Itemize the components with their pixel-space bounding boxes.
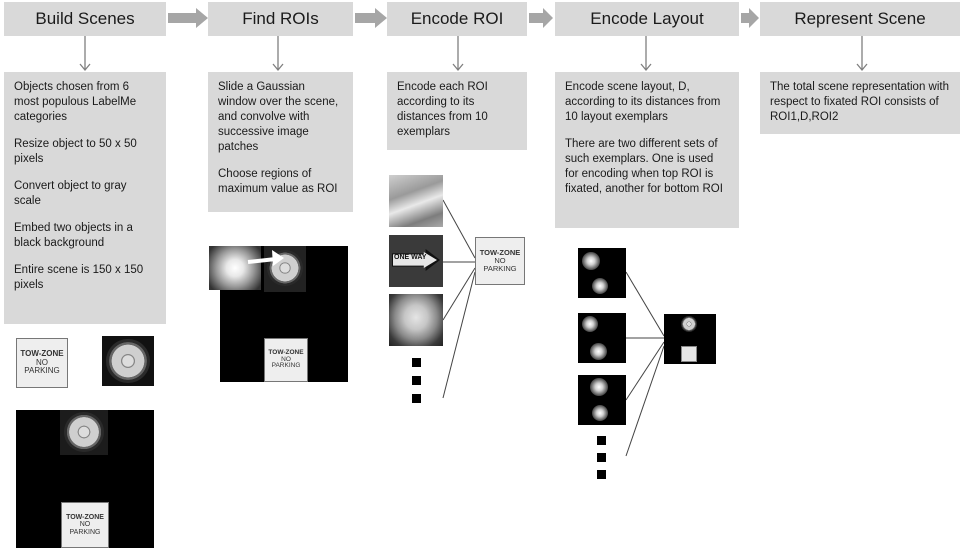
- sign-text: TOW-ZONE: [479, 248, 521, 258]
- sign-text: PARKING: [271, 362, 301, 370]
- wheel-image: [102, 336, 154, 386]
- ellipsis-dot: [597, 470, 606, 479]
- stage-text: Choose regions of maximum value as ROI: [218, 168, 338, 195]
- stage-text: Encode scene layout, D, according to its…: [565, 81, 721, 123]
- sign-text: NO: [494, 256, 506, 266]
- stage-box-encode-roi: Encode each ROI according to its distanc…: [387, 72, 527, 150]
- stage-box-find-rois: Slide a Gaussian window over the scene, …: [208, 72, 353, 212]
- exemplar-face-image: [389, 294, 443, 346]
- sign-text: TOW-ZONE: [268, 348, 304, 356]
- gaussian-window-image: [209, 246, 261, 290]
- exemplar-oneway-image: ONE WAY: [389, 235, 443, 287]
- sign-text: NO: [79, 521, 91, 529]
- layout-exemplar-image: [578, 248, 626, 298]
- stage-text: There are two different sets of such exe…: [565, 138, 723, 195]
- layout-exemplar-image: [578, 375, 626, 425]
- sign-text: PARKING: [69, 528, 101, 536]
- stage-text: Embed two objects in a black background: [14, 222, 133, 249]
- sign-text: NO: [36, 357, 48, 367]
- stage-text: Resize object to 50 x 50 pixels: [14, 138, 137, 165]
- stage-box-encode-layout: Encode scene layout, D, according to its…: [555, 72, 739, 228]
- stage-header-encode-roi: Encode ROI: [387, 2, 527, 36]
- sign-text: TOW-ZONE: [66, 513, 104, 521]
- stage-text: Encode each ROI according to its distanc…: [397, 81, 488, 138]
- ellipsis-dot: [597, 453, 606, 462]
- ellipsis-dot: [412, 394, 421, 403]
- scene-representation-image: [664, 314, 716, 364]
- arrow-right-icon: [529, 8, 553, 28]
- layout-exemplar-image: [578, 313, 626, 363]
- ellipsis-dot: [412, 376, 421, 385]
- arrow-right-icon: [741, 8, 759, 28]
- sign-text: PARKING: [483, 263, 517, 273]
- ellipsis-dot: [597, 436, 606, 445]
- stage-text: Objects chosen from 6 most populous Labe…: [14, 81, 137, 123]
- ellipsis-dot: [412, 358, 421, 367]
- tow-zone-sign-image: TOW-ZONE NO PARKING: [16, 338, 68, 388]
- stage-header-build-scenes: Build Scenes: [4, 2, 166, 36]
- oneway-sign-text: ONE WAY: [394, 254, 427, 261]
- stage-text: The total scene representation with resp…: [770, 81, 949, 123]
- sign-text: PARKING: [24, 366, 60, 376]
- stage-text: Slide a Gaussian window over the scene, …: [218, 81, 339, 153]
- exemplar-headlight-image: [389, 175, 443, 227]
- stage-box-build-scenes: Objects chosen from 6 most populous Labe…: [4, 72, 166, 324]
- composed-scene-image: TOW-ZONE NO PARKING: [16, 410, 154, 548]
- stage-header-find-rois: Find ROIs: [208, 2, 353, 36]
- stage-text: Entire scene is 150 x 150 pixels: [14, 264, 144, 291]
- stage-header-represent-scene: Represent Scene: [760, 2, 960, 36]
- roi-tow-zone-image: TOW-ZONE NO PARKING: [475, 237, 525, 285]
- arrow-right-icon: [355, 8, 387, 28]
- stage-box-represent-scene: The total scene representation with resp…: [760, 72, 960, 134]
- sign-text: NO: [281, 355, 291, 363]
- arrow-right-icon: [168, 8, 208, 28]
- stage-text: Convert object to gray scale: [14, 180, 127, 207]
- stage-header-encode-layout: Encode Layout: [555, 2, 739, 36]
- sign-text: TOW-ZONE: [20, 349, 64, 359]
